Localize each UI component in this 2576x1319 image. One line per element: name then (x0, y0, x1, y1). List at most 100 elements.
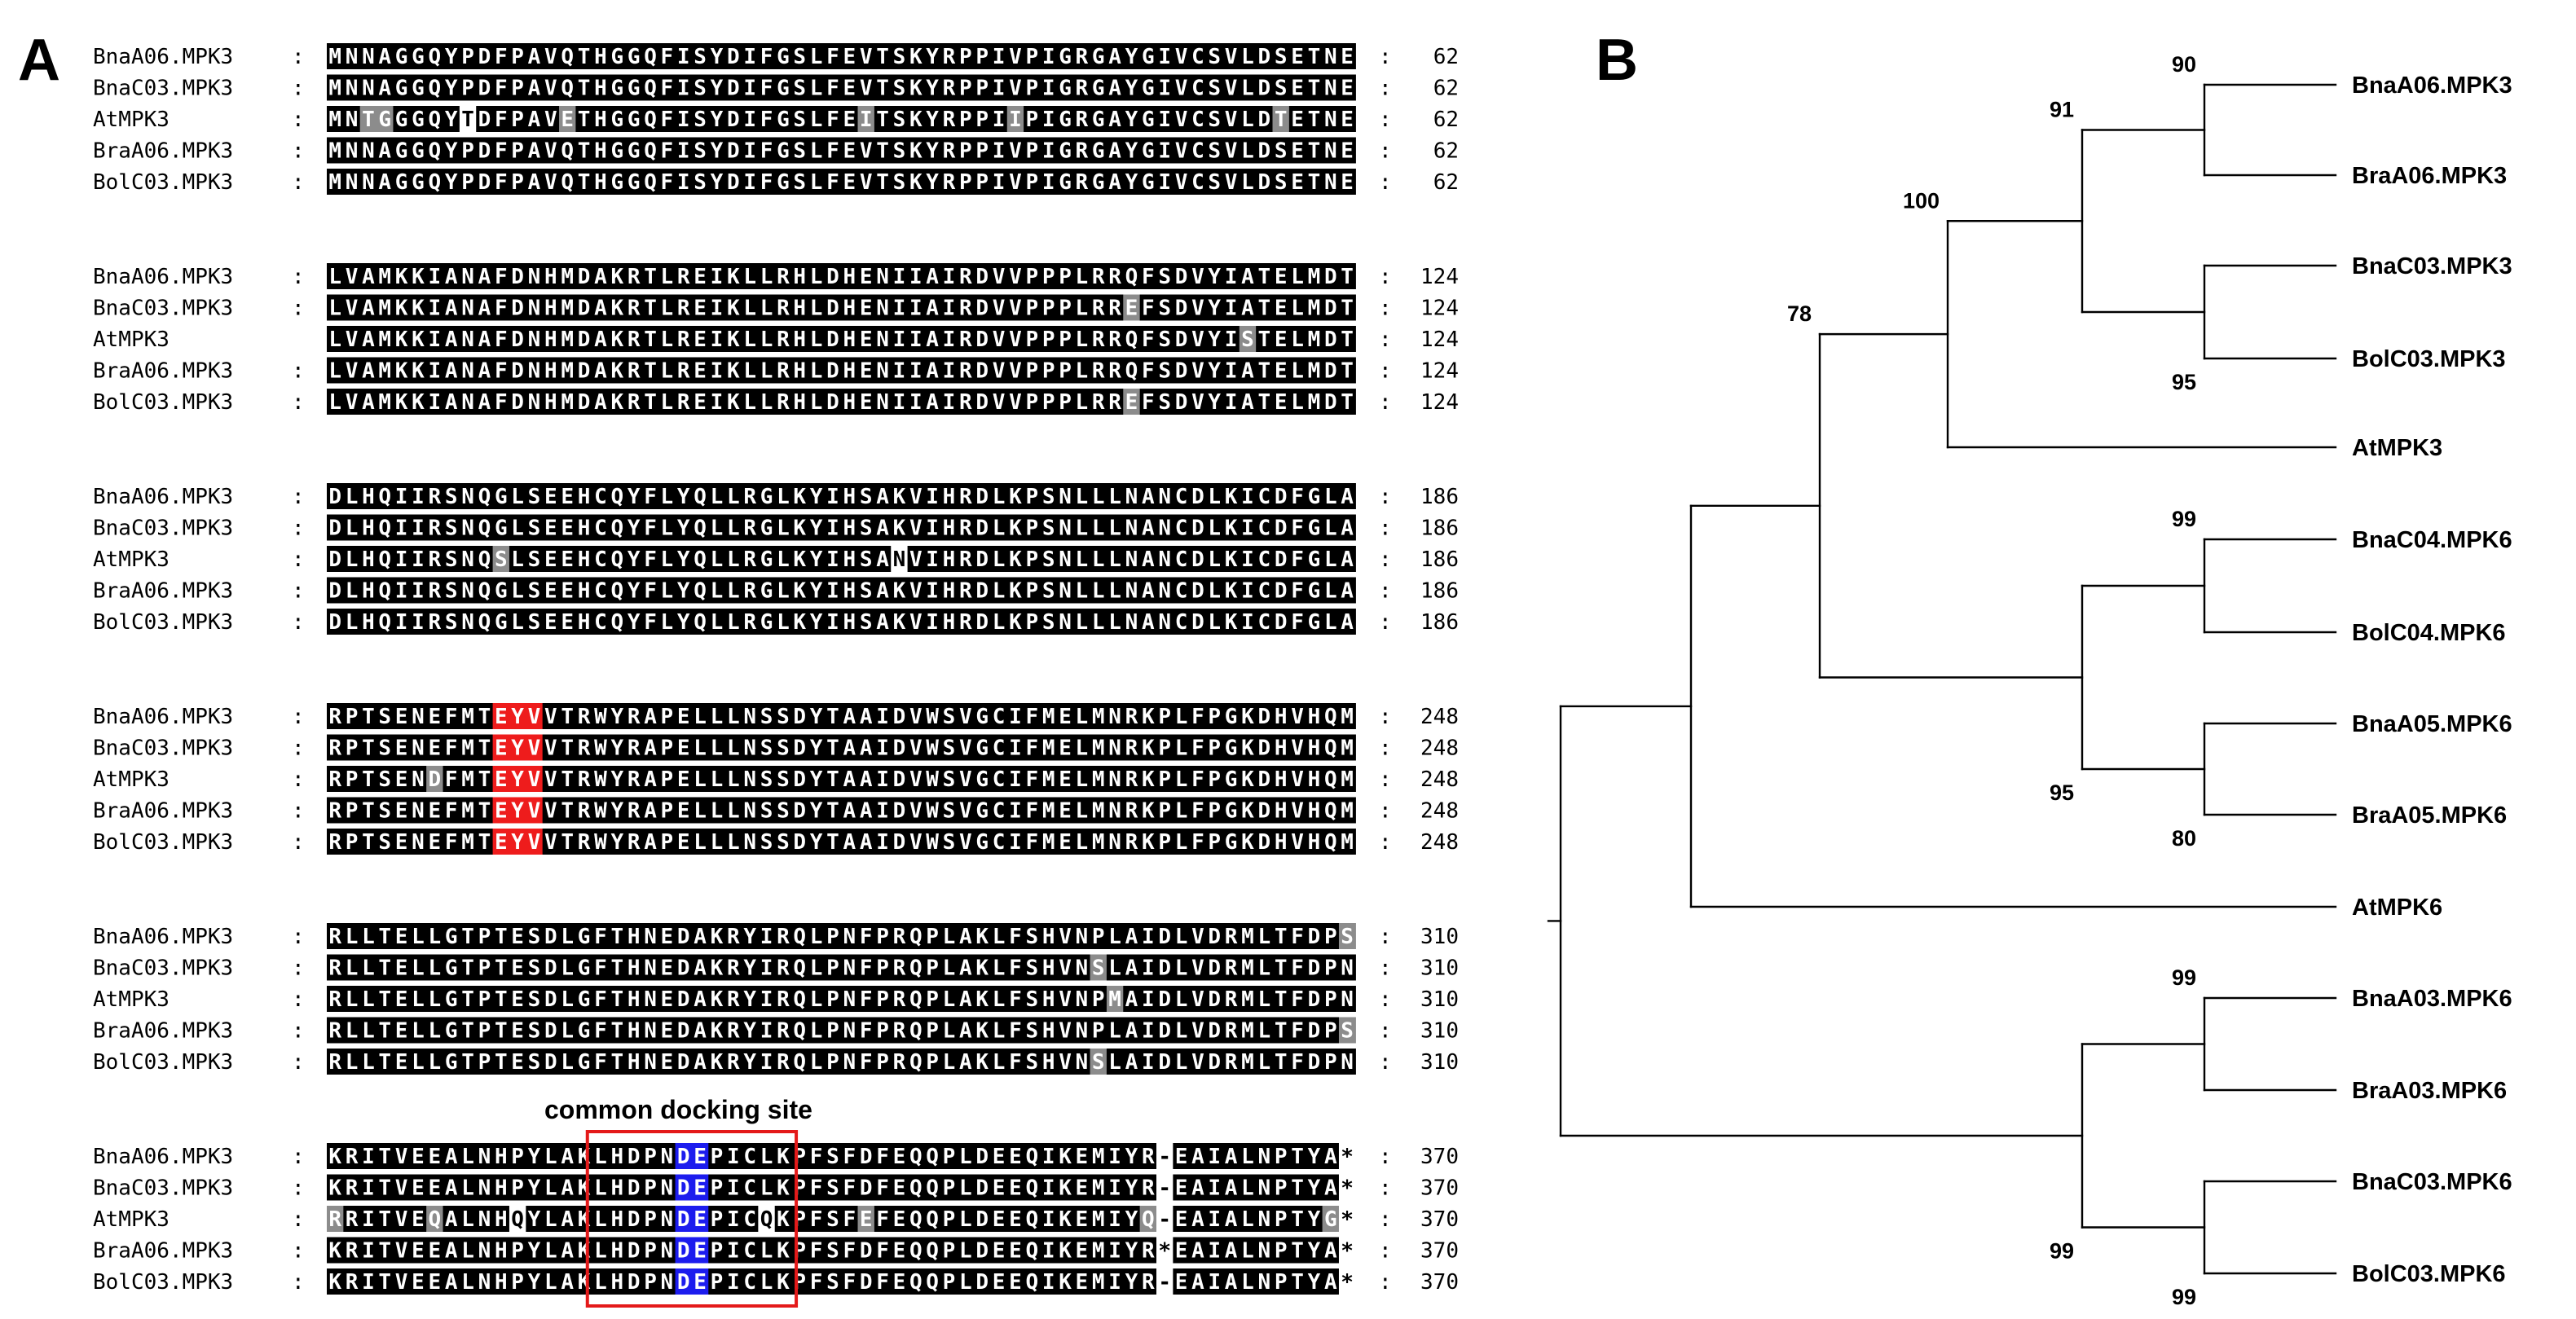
residue-letter: M (1092, 1270, 1105, 1295)
residue-letter: A (1241, 265, 1254, 289)
residue-letter: K (1241, 830, 1254, 855)
residue-letter: L (694, 736, 707, 761)
end-separator: : (1379, 1019, 1392, 1044)
residue-cell (857, 137, 875, 164)
residue-letter: T (495, 987, 508, 1012)
residue-cell (857, 169, 875, 195)
residue-letter: T (826, 767, 839, 792)
residue-cell (625, 263, 643, 289)
residue-letter: N (412, 799, 425, 824)
residue-letter: R (777, 297, 790, 321)
residue-cell (1156, 74, 1174, 101)
residue-cell (957, 74, 975, 101)
residue-letter: P (975, 139, 989, 164)
residue-letter: L (661, 517, 674, 541)
residue-letter: V (1191, 359, 1204, 384)
residue-letter: Q (1125, 359, 1138, 384)
residue-letter: F (1191, 830, 1204, 855)
residue-letter: E (495, 705, 508, 729)
residue-cell (1073, 74, 1091, 101)
residue-cell (824, 137, 842, 164)
residue-letter: F (644, 547, 657, 572)
residue-letter: D (544, 956, 557, 981)
residue-letter: D (1324, 297, 1337, 321)
residue-cell (625, 326, 643, 352)
residue-letter: P (711, 1207, 724, 1232)
residue-letter: A (1108, 45, 1121, 69)
residue-letter: V (1291, 799, 1304, 824)
residue-letter: Y (627, 610, 641, 635)
residue-letter: K (975, 987, 989, 1012)
residue-cell (874, 263, 892, 289)
residue-letter: A (843, 799, 856, 824)
residue-letter: L (1324, 547, 1337, 572)
residue-cell (559, 106, 576, 132)
residue-letter: L (1076, 547, 1089, 572)
residue-cell (1139, 106, 1157, 132)
residue-letter: S (1208, 170, 1221, 195)
residue-letter: P (511, 1239, 524, 1264)
residue-letter: D (1208, 956, 1221, 981)
residue-position: 370 (1420, 1270, 1459, 1295)
residue-letter: F (843, 1145, 856, 1169)
residue-letter: V (1059, 1019, 1072, 1044)
residue-cell (1306, 43, 1323, 69)
residue-letter: Y (711, 45, 724, 69)
end-separator: : (1379, 390, 1392, 415)
residue-cell (1006, 294, 1024, 321)
residue-letter: L (1108, 1019, 1121, 1044)
residue-cell (1322, 294, 1340, 321)
residue-letter: L (1175, 736, 1188, 761)
residue-cell (542, 169, 560, 195)
residue-letter: Q (926, 1239, 939, 1264)
sequence-name: BraA06.MPK3 (93, 139, 233, 164)
residue-letter: P (1208, 799, 1221, 824)
residue-letter: K (727, 297, 740, 321)
residue-cell (891, 106, 909, 132)
residue-letter: V (1191, 390, 1204, 415)
residue-letter: C (594, 485, 607, 509)
end-separator: : (1379, 610, 1392, 635)
residue-letter: L (810, 328, 823, 352)
residue-letter: D (727, 170, 740, 195)
residue-letter: F (495, 108, 508, 132)
residue-letter: P (511, 1270, 524, 1295)
residue-cell (691, 137, 709, 164)
residue-letter: V (1009, 328, 1022, 352)
residue-letter: F (810, 1176, 823, 1201)
residue-letter: M (1341, 736, 1354, 761)
residue-letter: A (594, 328, 607, 352)
residue-letter: P (511, 108, 524, 132)
residue-letter: N (362, 77, 375, 101)
residue-letter: V (346, 390, 359, 415)
residue-letter: H (627, 987, 641, 1012)
residue-letter: Y (926, 139, 939, 164)
residue-letter: M (1092, 1145, 1105, 1169)
residue-letter: T (362, 108, 375, 132)
residue-cell (874, 74, 892, 101)
residue-cell (1206, 137, 1224, 164)
residue-letter: E (893, 1176, 906, 1201)
residue-letter: T (561, 830, 574, 855)
residue-letter: Y (1125, 1176, 1138, 1201)
residue-letter: K (909, 108, 923, 132)
residue-letter: V (959, 767, 972, 792)
residue-letter: A (594, 265, 607, 289)
residue-cell (1206, 43, 1224, 69)
residue-letter: L (993, 610, 1006, 635)
residue-letter: T (478, 767, 491, 792)
residue-letter: Q (1324, 736, 1337, 761)
residue-letter: G (627, 108, 641, 132)
residue-letter: I (412, 579, 425, 604)
residue-letter: G (1308, 485, 1321, 509)
residue-cell (1106, 294, 1124, 321)
residue-cell (327, 294, 344, 321)
residue-letter: A (1324, 1270, 1337, 1295)
residue-letter: T (876, 45, 889, 69)
residue-cell (476, 294, 494, 321)
residue-letter: K (1241, 767, 1254, 792)
residue-letter: A (528, 170, 541, 195)
